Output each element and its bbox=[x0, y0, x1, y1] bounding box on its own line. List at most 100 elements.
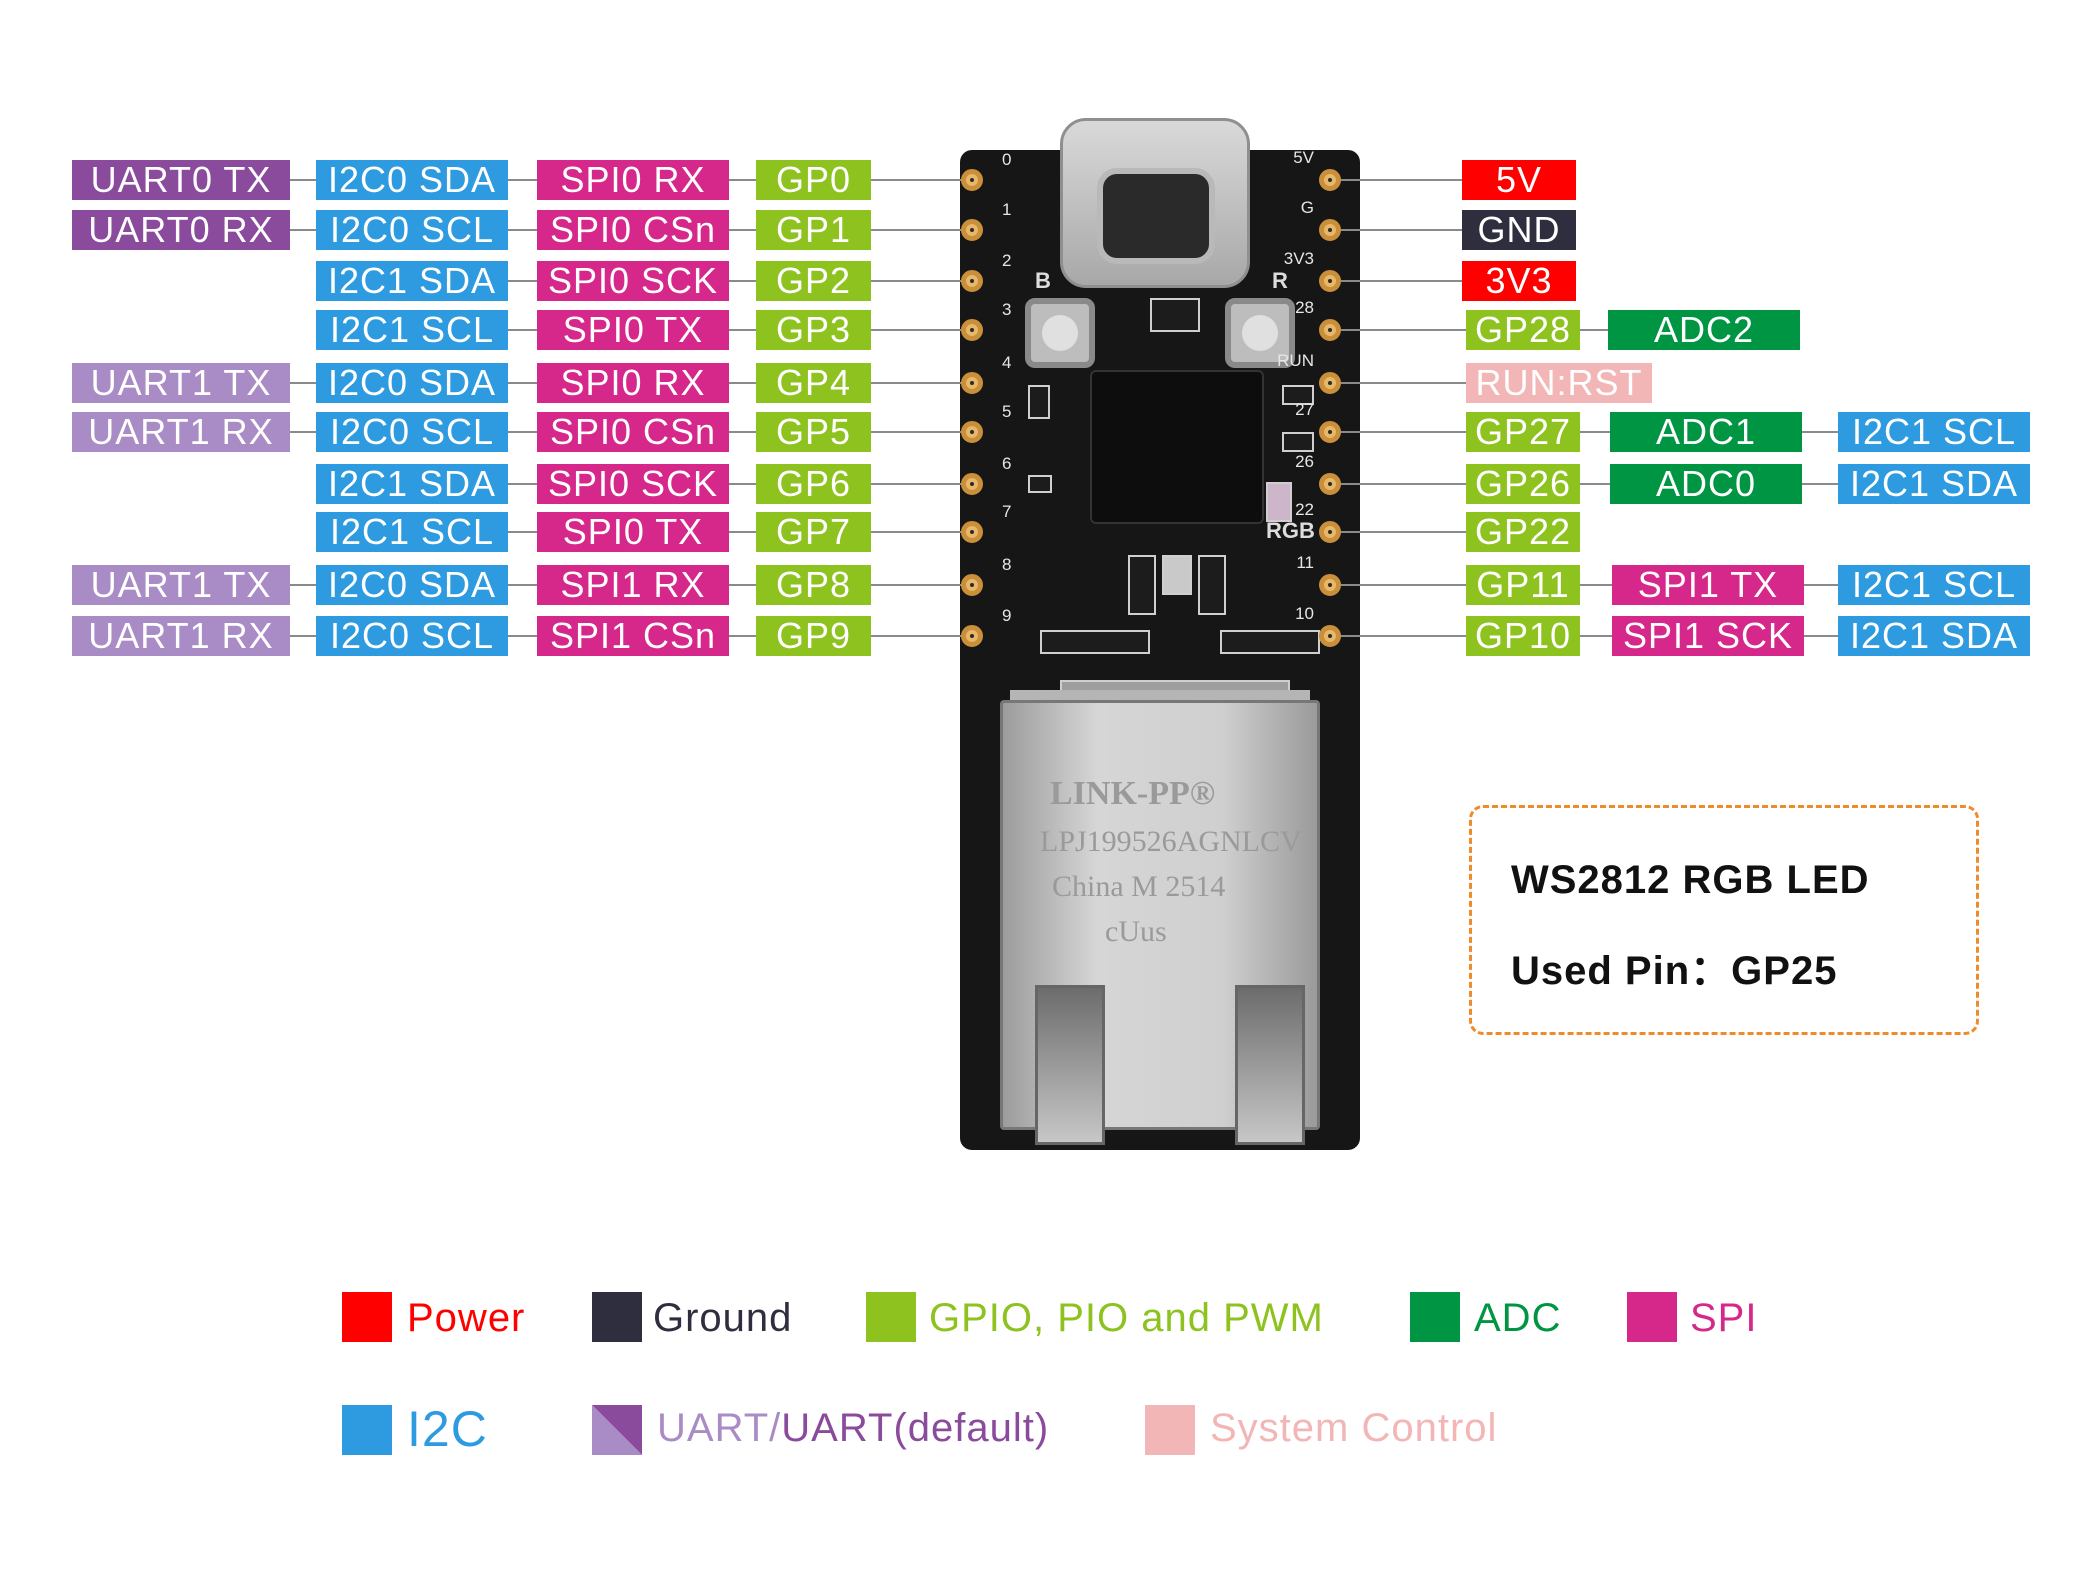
pin-connector-line bbox=[1330, 179, 1462, 181]
pin-label-system_control: RUN:RST bbox=[1466, 363, 1652, 403]
pin-label-spi: SPI0 TX bbox=[537, 512, 729, 552]
header-pin bbox=[961, 473, 983, 495]
label-connector-line bbox=[729, 229, 756, 231]
pin-label-i2c: I2C1 SDA bbox=[1838, 616, 2030, 656]
pin-label-i2c: I2C0 SCL bbox=[316, 412, 508, 452]
pin-label-i2c: I2C0 SDA bbox=[316, 565, 508, 605]
pin-label-gpio: GP1 bbox=[756, 210, 871, 250]
silk-rgb-label: RGB bbox=[1266, 518, 1315, 543]
pin-connector-line bbox=[1330, 483, 1466, 485]
pin-connector-line bbox=[1330, 229, 1462, 231]
rj45-latch-left bbox=[1035, 985, 1105, 1145]
rgb-led bbox=[1266, 482, 1292, 522]
pin-label-spi: SPI1 TX bbox=[1612, 565, 1804, 605]
legend-swatch-adc bbox=[1410, 1292, 1460, 1342]
pin-label-uart: UART1 RX bbox=[72, 616, 290, 656]
smd-component bbox=[1282, 385, 1314, 405]
legend-label-adc: ADC bbox=[1474, 1296, 1562, 1340]
pin-label-gpio: GP9 bbox=[756, 616, 871, 656]
pin-label-spi: SPI1 RX bbox=[537, 565, 729, 605]
pin-connector-line bbox=[871, 229, 972, 231]
pin-number-label: 22 bbox=[1295, 500, 1314, 519]
pin-label-uart: UART1 RX bbox=[72, 412, 290, 452]
pin-label-uart: UART1 TX bbox=[72, 363, 290, 403]
pin-label-gpio: GP3 bbox=[756, 310, 871, 350]
legend-label-i2c: I2C bbox=[407, 1401, 488, 1457]
pin-number-label: 26 bbox=[1295, 452, 1314, 471]
pin-connector-line bbox=[871, 531, 972, 533]
label-connector-line bbox=[508, 635, 537, 637]
header-pin bbox=[961, 521, 983, 543]
label-connector-line bbox=[508, 584, 537, 586]
pin-label-spi: SPI1 SCK bbox=[1612, 616, 1804, 656]
smd-component bbox=[1282, 432, 1314, 452]
rj45-brand-text: LINK-PP® bbox=[1050, 775, 1216, 812]
header-pin bbox=[961, 169, 983, 191]
pin-label-i2c: I2C1 SCL bbox=[316, 310, 508, 350]
header-pin bbox=[1319, 319, 1341, 341]
pin-label-gpio: GP10 bbox=[1466, 616, 1580, 656]
pin-label-uart_default: UART0 RX bbox=[72, 210, 290, 250]
smd-component bbox=[1128, 555, 1156, 615]
led-note-line1: WS2812 RGB LED bbox=[1511, 858, 1870, 902]
header-pin bbox=[961, 625, 983, 647]
label-connector-line bbox=[729, 431, 756, 433]
pin-number-label: 2 bbox=[1002, 251, 1012, 270]
pin-connector-line bbox=[871, 280, 972, 282]
pin-number-label: 5 bbox=[1002, 402, 1012, 421]
label-connector-line bbox=[508, 280, 537, 282]
pin-connector-line bbox=[1330, 584, 1466, 586]
label-connector-line bbox=[508, 179, 537, 181]
header-pin bbox=[961, 319, 983, 341]
legend-swatch-spi bbox=[1627, 1292, 1677, 1342]
rj45-origin-text: China M 2514 bbox=[1052, 870, 1226, 903]
pin-label-power: 5V bbox=[1462, 160, 1576, 200]
pin-label-power: 3V3 bbox=[1462, 261, 1576, 301]
pin-label-adc: ADC1 bbox=[1610, 412, 1802, 452]
led-note-line2: Used Pin：GP25 bbox=[1511, 949, 1838, 993]
pin-label-gpio: GP28 bbox=[1466, 310, 1580, 350]
pin-number-label: 9 bbox=[1002, 606, 1012, 625]
reset-button bbox=[1225, 298, 1295, 368]
pin-connector-line bbox=[871, 329, 972, 331]
pin-connector-line bbox=[871, 635, 972, 637]
label-connector-line bbox=[1580, 635, 1612, 637]
pin-label-gpio: GP5 bbox=[756, 412, 871, 452]
header-pin bbox=[1319, 574, 1341, 596]
smd-component bbox=[1040, 630, 1150, 654]
pin-label-i2c: I2C0 SCL bbox=[316, 616, 508, 656]
pin-label-i2c: I2C0 SDA bbox=[316, 160, 508, 200]
label-connector-line bbox=[508, 531, 537, 533]
pin-number-label: 7 bbox=[1002, 502, 1012, 521]
pin-label-spi: SPI1 CSn bbox=[537, 616, 729, 656]
pin-number-label: 10 bbox=[1295, 604, 1314, 623]
pin-label-adc: ADC0 bbox=[1610, 464, 1802, 504]
pin-label-gpio: GP4 bbox=[756, 363, 871, 403]
legend-label-ground: Ground bbox=[653, 1296, 793, 1340]
label-connector-line bbox=[290, 179, 316, 181]
label-connector-line bbox=[729, 329, 756, 331]
header-pin bbox=[1319, 421, 1341, 443]
legend-swatch-i2c bbox=[342, 1405, 392, 1455]
pin-connector-line bbox=[1330, 280, 1462, 282]
header-pin bbox=[1319, 169, 1341, 191]
label-connector-line bbox=[1580, 584, 1612, 586]
legend-label-power: Power bbox=[407, 1296, 526, 1340]
label-connector-line bbox=[1580, 329, 1608, 331]
pin-number-label: 4 bbox=[1002, 353, 1012, 372]
pin-number-label: RUN bbox=[1277, 351, 1314, 370]
label-connector-line bbox=[1580, 483, 1610, 485]
pin-label-i2c: I2C1 SDA bbox=[1838, 464, 2030, 504]
label-connector-line bbox=[290, 229, 316, 231]
label-connector-line bbox=[508, 229, 537, 231]
legend-label-uart-part2: UART(default) bbox=[781, 1406, 1050, 1450]
pin-connector-line bbox=[1330, 635, 1466, 637]
pin-connector-line bbox=[1330, 531, 1466, 533]
header-pin bbox=[961, 219, 983, 241]
rj45-cert-text: cUus bbox=[1105, 915, 1167, 948]
label-connector-line bbox=[729, 483, 756, 485]
label-connector-line bbox=[290, 431, 316, 433]
led-note-box bbox=[1469, 805, 1979, 1035]
pin-label-spi: SPI0 RX bbox=[537, 363, 729, 403]
pin-connector-line bbox=[871, 431, 972, 433]
